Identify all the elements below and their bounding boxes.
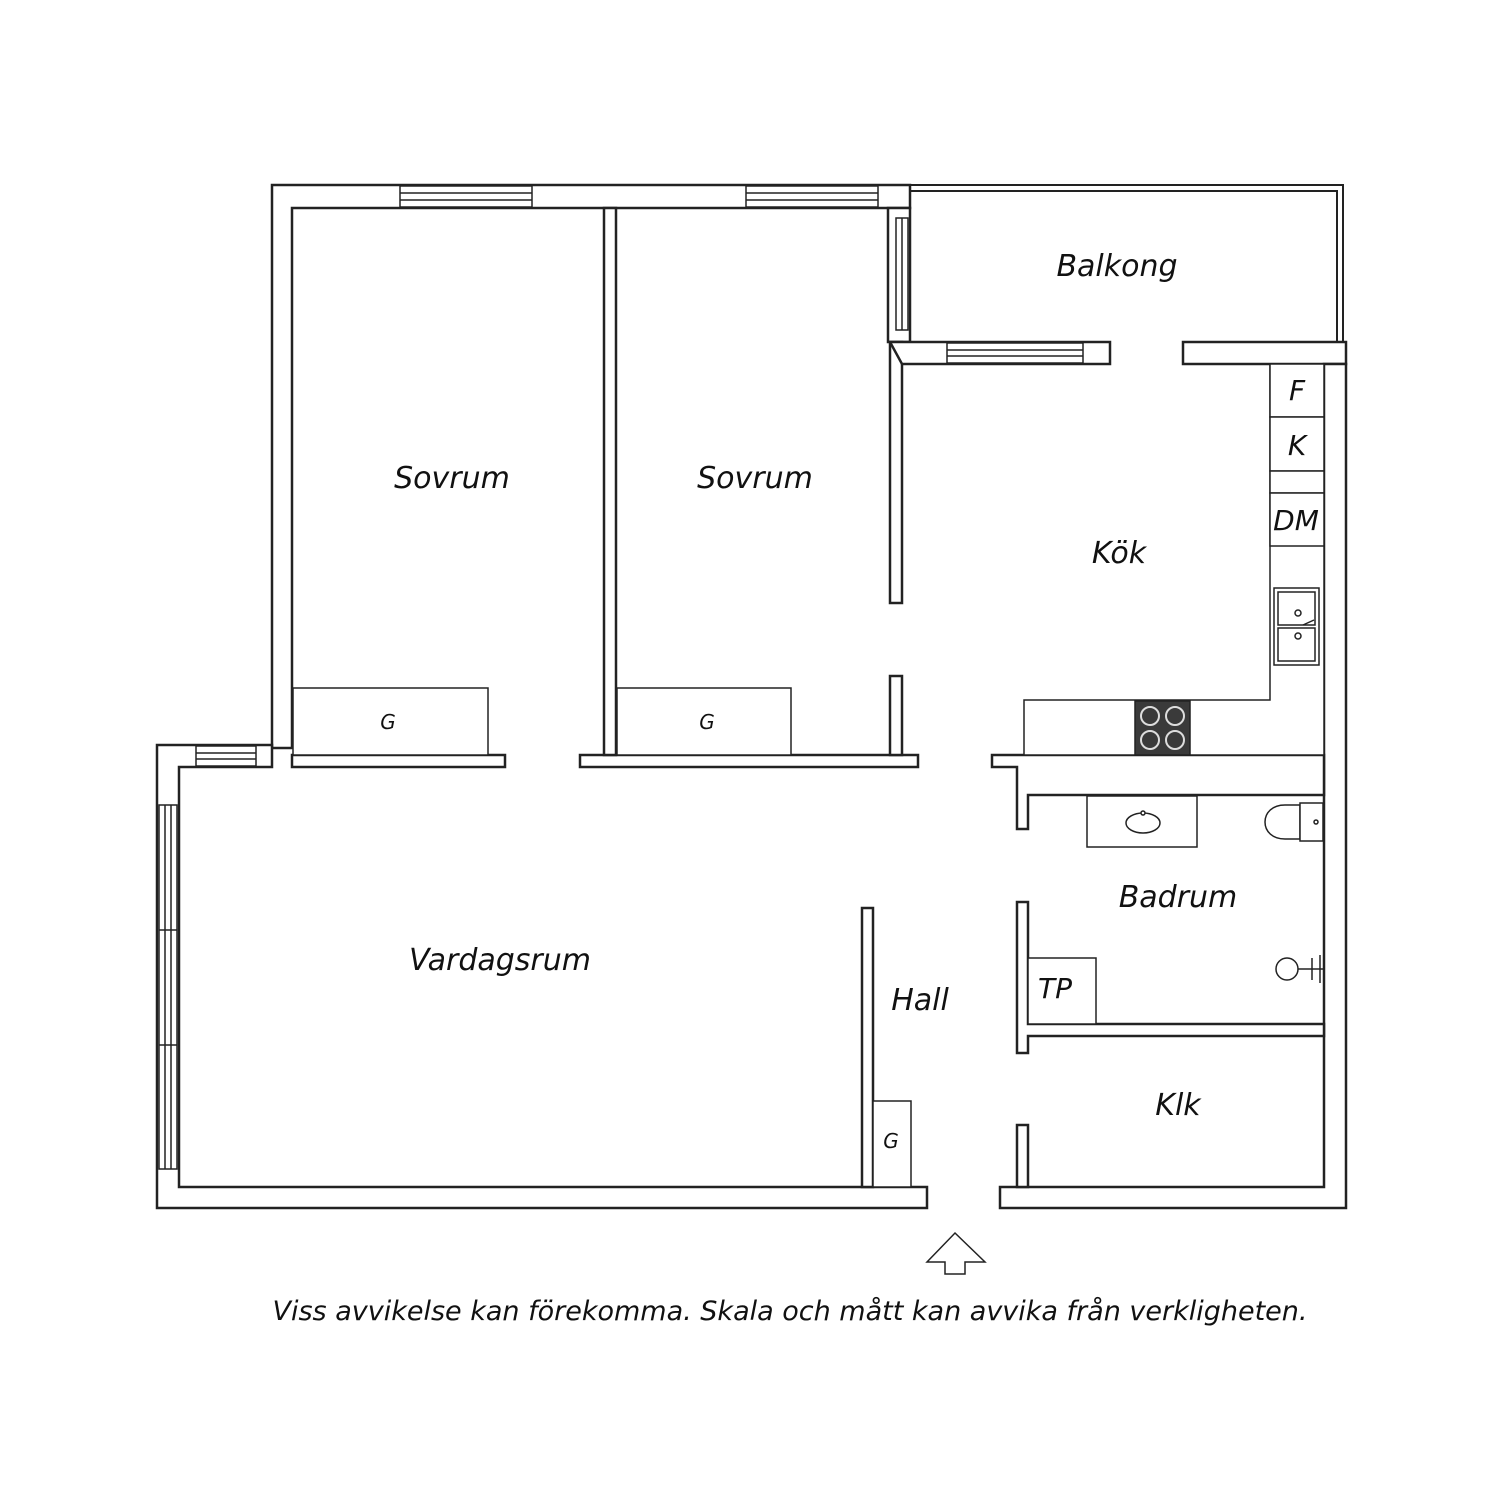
wardrobe-hall — [872, 1100, 912, 1188]
wall-klk-left — [1015, 1123, 1030, 1189]
wall-kitchen-bottom — [990, 753, 1326, 831]
wall-bedroom2-right-mid — [888, 340, 904, 605]
kitchen-sink-icon — [1273, 587, 1320, 666]
arrow-up-icon — [925, 1231, 987, 1275]
window-bedroom2-side — [895, 217, 909, 331]
window-bedroom1 — [399, 185, 533, 208]
shower-icon — [1275, 955, 1324, 983]
wardrobe-label-2: G — [699, 710, 715, 734]
window-living-corner — [195, 745, 257, 767]
freezer-label: K — [1288, 429, 1309, 462]
wall-bedroom-bottom-mid — [578, 753, 920, 769]
wall-left — [155, 743, 929, 1210]
window-living-left — [158, 804, 178, 1170]
freezer-box — [1269, 416, 1325, 472]
cabinet-box — [1269, 470, 1325, 494]
dishwasher-box — [1269, 492, 1325, 547]
wall-kitchen-top-right — [1181, 340, 1348, 366]
room-label-kok: Kök — [1092, 536, 1148, 571]
washer-label: TP — [1038, 972, 1072, 1005]
wardrobe-bedroom1 — [292, 687, 489, 756]
room-label-badrum: Badrum — [1119, 880, 1238, 915]
wall-bedroom2-right-low — [888, 674, 904, 757]
fridge-label: F — [1289, 374, 1306, 407]
wardrobe-label-hall: G — [883, 1129, 899, 1153]
room-label-sovrum-1: Sovrum — [394, 461, 510, 496]
wall-right — [998, 362, 1348, 1210]
dishwasher-label: DM — [1273, 504, 1319, 537]
stove-icon — [1134, 700, 1191, 756]
wall-bedroom-divider — [602, 206, 618, 757]
balcony-outline — [910, 184, 1344, 342]
room-label-klk: Klk — [1155, 1088, 1202, 1123]
wardrobe-label-1: G — [380, 710, 396, 734]
disclaimer-text: Viss avvikelse kan förekomma. Skala och … — [272, 1296, 1308, 1327]
room-label-vardagsrum: Vardagsrum — [409, 943, 591, 978]
toilet-icon — [1264, 802, 1324, 842]
washer-box — [1027, 957, 1097, 1025]
window-kitchen — [946, 342, 1084, 364]
wall-bath-left — [1015, 900, 1326, 1055]
wardrobe-bedroom2 — [616, 687, 792, 756]
wall-top — [270, 183, 912, 750]
washbasin-icon — [1086, 795, 1198, 848]
window-bedroom2 — [745, 185, 879, 208]
fridge-box — [1269, 363, 1325, 418]
wall-hall-divider — [860, 906, 875, 1189]
room-label-sovrum-2: Sovrum — [697, 461, 813, 496]
room-label-balkong: Balkong — [1056, 249, 1177, 284]
wall-bedroom-bottom-left — [290, 753, 507, 769]
room-label-hall: Hall — [891, 983, 949, 1018]
